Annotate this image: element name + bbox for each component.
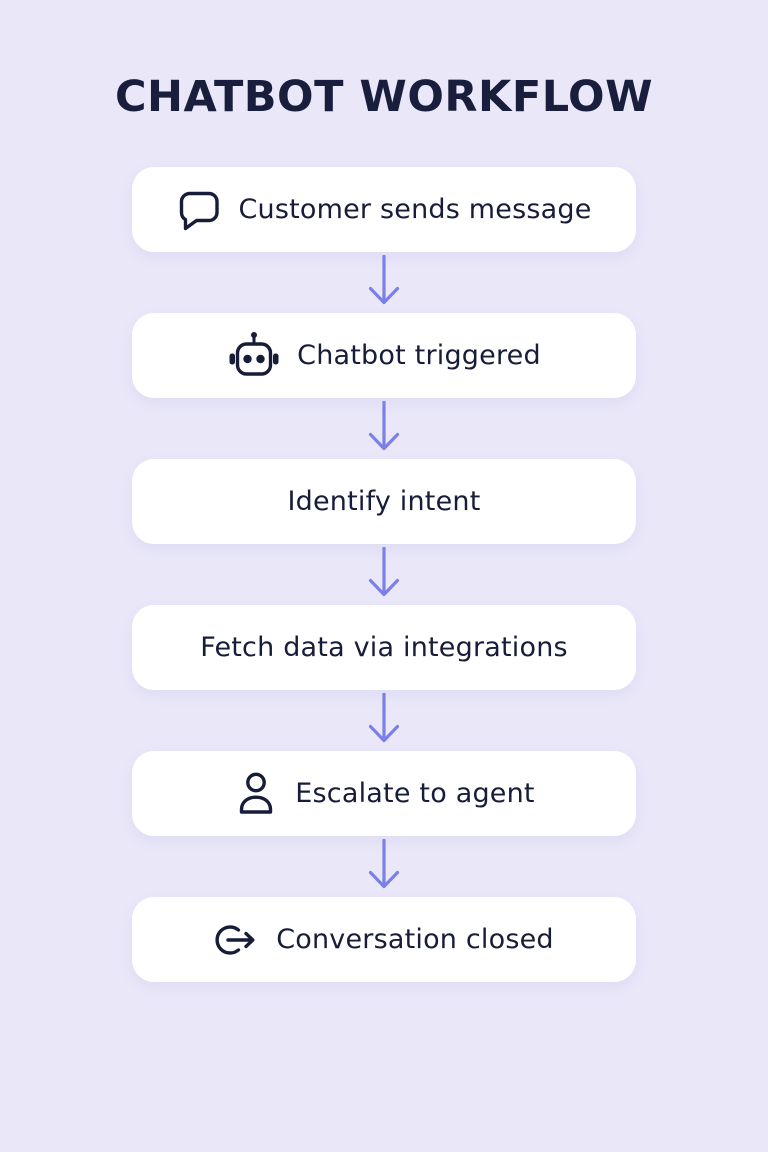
step-card-identify-intent: Identify intent — [132, 459, 636, 544]
step-card-escalate-to-agent: Escalate to agent — [132, 751, 636, 836]
flow-arrow-down-icon — [361, 398, 407, 459]
robot-icon — [227, 331, 281, 381]
workflow-steps: Customer sends message Cha — [132, 167, 636, 982]
logout-icon — [214, 920, 260, 960]
step-label: Fetch data via integrations — [200, 632, 568, 663]
step-label: Conversation closed — [276, 924, 554, 955]
flow-arrow-down-icon — [361, 544, 407, 605]
chat-bubble-icon — [176, 186, 222, 234]
user-icon — [233, 770, 279, 818]
step-card-chatbot-triggered: Chatbot triggered — [132, 313, 636, 398]
flow-arrow-down-icon — [361, 836, 407, 897]
step-card-fetch-data: Fetch data via integrations — [132, 605, 636, 690]
page-title: CHATBOT WORKFLOW — [114, 72, 654, 122]
step-label: Identify intent — [287, 486, 481, 517]
flow-arrow-down-icon — [361, 690, 407, 751]
step-label: Customer sends message — [238, 194, 592, 225]
step-card-conversation-closed: Conversation closed — [132, 897, 636, 982]
step-card-customer-sends-message: Customer sends message — [132, 167, 636, 252]
step-label: Escalate to agent — [295, 778, 535, 809]
flow-arrow-down-icon — [361, 252, 407, 313]
step-label: Chatbot triggered — [297, 340, 541, 371]
